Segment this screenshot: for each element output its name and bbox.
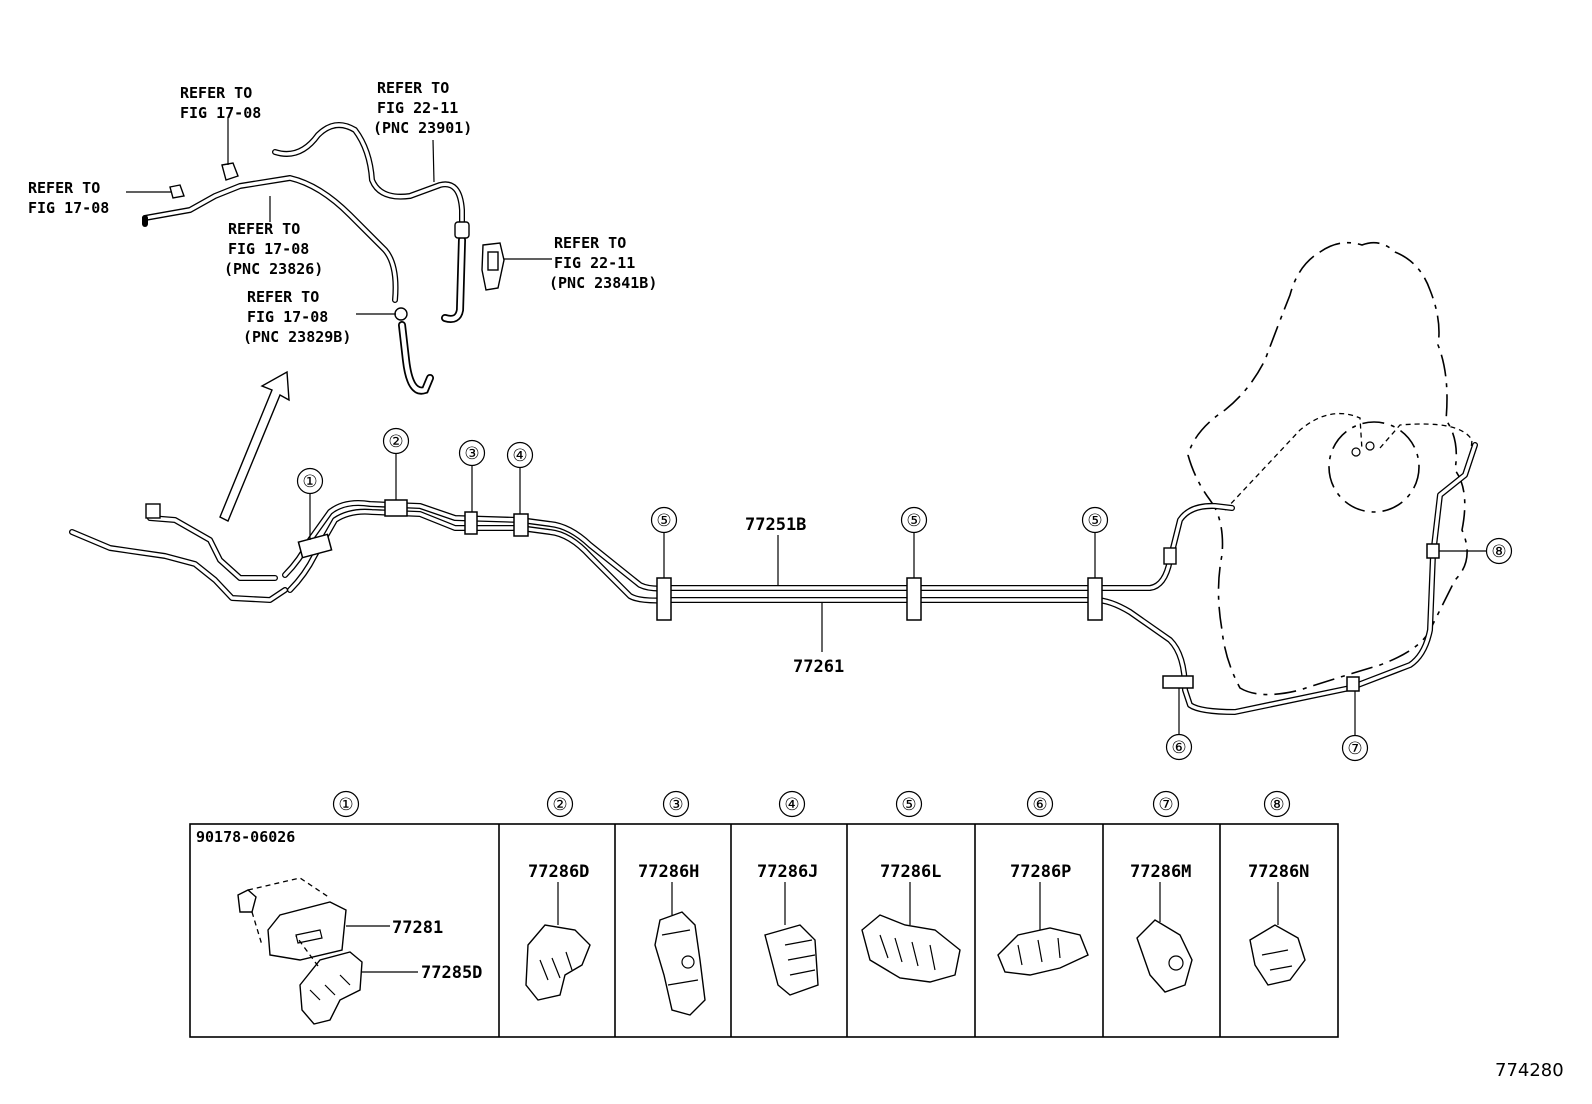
svg-text:77261: 77261 — [793, 657, 844, 677]
table-header-3: ③ — [662, 790, 690, 818]
callout-7: ⑦ — [1341, 691, 1369, 762]
table-cell-6: 77286P — [997, 862, 1089, 976]
diagram-id: 774280 — [1495, 1060, 1564, 1081]
callout-5a: ⑤ — [650, 506, 678, 578]
callout-5b: ⑤ — [900, 506, 928, 578]
label-77251b: 77251B — [745, 515, 806, 586]
svg-text:FIG 17-08: FIG 17-08 — [180, 104, 261, 122]
table-header-6: ⑥ — [1026, 790, 1054, 818]
callout-8: ⑧ — [1439, 537, 1513, 565]
table-header-7: ⑦ — [1152, 790, 1180, 818]
svg-text:FIG 22-11: FIG 22-11 — [377, 99, 458, 117]
svg-text:77286L: 77286L — [880, 862, 941, 882]
svg-text:⑥: ⑥ — [1032, 795, 1047, 815]
table-header-4: ④ — [778, 790, 806, 818]
svg-text:③: ③ — [668, 795, 683, 815]
ref-label-fig1708-top: REFER TO FIG 17-08 — [180, 84, 261, 122]
svg-text:FIG 17-08: FIG 17-08 — [228, 240, 309, 258]
svg-text:②: ② — [552, 795, 567, 815]
table-cell-1: 90178-06026 77281 77285D — [196, 828, 482, 1025]
svg-text:(PNC 23829B): (PNC 23829B) — [243, 328, 351, 346]
clamp-table: ① ② ③ ④ ⑤ ⑥ ⑦ ⑧ 90178-06026 77281 77285D… — [189, 790, 1339, 1038]
svg-text:⑧: ⑧ — [1269, 795, 1284, 815]
svg-text:REFER TO: REFER TO — [377, 79, 449, 97]
svg-text:④: ④ — [512, 446, 527, 466]
callout-3: ③ — [458, 439, 486, 512]
svg-text:③: ③ — [464, 444, 479, 464]
table-cell-2: 77286D — [525, 862, 591, 1001]
table-header-2: ② — [546, 790, 574, 818]
table-cell-7: 77286M — [1130, 862, 1193, 993]
callout-1: ① — [296, 467, 324, 540]
svg-text:77286P: 77286P — [1010, 862, 1071, 882]
table-header-8: ⑧ — [1263, 790, 1291, 818]
svg-text:④: ④ — [784, 795, 799, 815]
svg-text:⑤: ⑤ — [906, 511, 921, 531]
svg-text:REFER TO: REFER TO — [180, 84, 252, 102]
svg-text:77286J: 77286J — [757, 862, 818, 882]
svg-text:⑦: ⑦ — [1347, 739, 1362, 759]
table-header-5: ⑤ — [895, 790, 923, 818]
svg-text:(PNC 23826): (PNC 23826) — [224, 260, 323, 278]
svg-text:77286H: 77286H — [638, 862, 699, 882]
ref-label-fig2211-right: REFER TO FIG 22-11 (PNC 23841B) — [549, 234, 657, 292]
svg-text:77285D: 77285D — [421, 963, 482, 983]
svg-text:77286M: 77286M — [1130, 862, 1191, 882]
ref-label-fig2211-top: REFER TO FIG 22-11 (PNC 23901) — [373, 79, 472, 137]
callout-6: ⑥ — [1165, 688, 1193, 761]
svg-text:REFER TO: REFER TO — [554, 234, 626, 252]
svg-text:77251B: 77251B — [745, 515, 806, 535]
svg-text:90178-06026: 90178-06026 — [196, 828, 295, 846]
inset-hoses — [126, 118, 552, 522]
svg-text:⑧: ⑧ — [1491, 542, 1506, 562]
svg-text:②: ② — [388, 432, 403, 452]
table-cell-8: 77286N — [1248, 862, 1309, 986]
svg-text:77286N: 77286N — [1248, 862, 1309, 882]
svg-text:FIG 17-08: FIG 17-08 — [247, 308, 328, 326]
table-header-1: ① — [332, 790, 360, 818]
svg-text:REFER TO: REFER TO — [247, 288, 319, 306]
svg-text:⑤: ⑤ — [656, 511, 671, 531]
svg-text:⑤: ⑤ — [1087, 511, 1102, 531]
callout-4: ④ — [506, 441, 534, 514]
svg-text:①: ① — [302, 472, 317, 492]
ref-label-fig1708-left: REFER TO FIG 17-08 — [28, 179, 109, 217]
ref-label-fig1708-mid: REFER TO FIG 17-08 (PNC 23826) — [224, 220, 323, 278]
table-cell-3: 77286H — [638, 862, 706, 1016]
fuel-tank-outline — [1187, 241, 1473, 696]
svg-text:(PNC 23901): (PNC 23901) — [373, 119, 472, 137]
ref-label-fig1708-low: REFER TO FIG 17-08 (PNC 23829B) — [243, 288, 351, 346]
svg-text:(PNC 23841B): (PNC 23841B) — [549, 274, 657, 292]
svg-text:77281: 77281 — [392, 918, 443, 938]
svg-text:77286D: 77286D — [528, 862, 589, 882]
svg-text:⑥: ⑥ — [1171, 738, 1186, 758]
label-77261: 77261 — [793, 603, 844, 677]
table-cell-5: 77286L — [861, 862, 961, 983]
svg-text:FIG 22-11: FIG 22-11 — [554, 254, 635, 272]
svg-text:①: ① — [338, 795, 353, 815]
svg-text:FIG 17-08: FIG 17-08 — [28, 199, 109, 217]
callout-5c: ⑤ — [1081, 506, 1109, 578]
callout-2: ② — [382, 427, 410, 500]
svg-text:REFER TO: REFER TO — [28, 179, 100, 197]
table-cell-4: 77286J — [757, 862, 819, 996]
svg-text:⑦: ⑦ — [1158, 795, 1173, 815]
callouts: ① ② ③ ④ ⑤ ⑤ ⑤ — [296, 427, 1513, 762]
main-fuel-tubes — [69, 442, 1478, 715]
svg-text:REFER TO: REFER TO — [228, 220, 300, 238]
svg-text:⑤: ⑤ — [901, 795, 916, 815]
